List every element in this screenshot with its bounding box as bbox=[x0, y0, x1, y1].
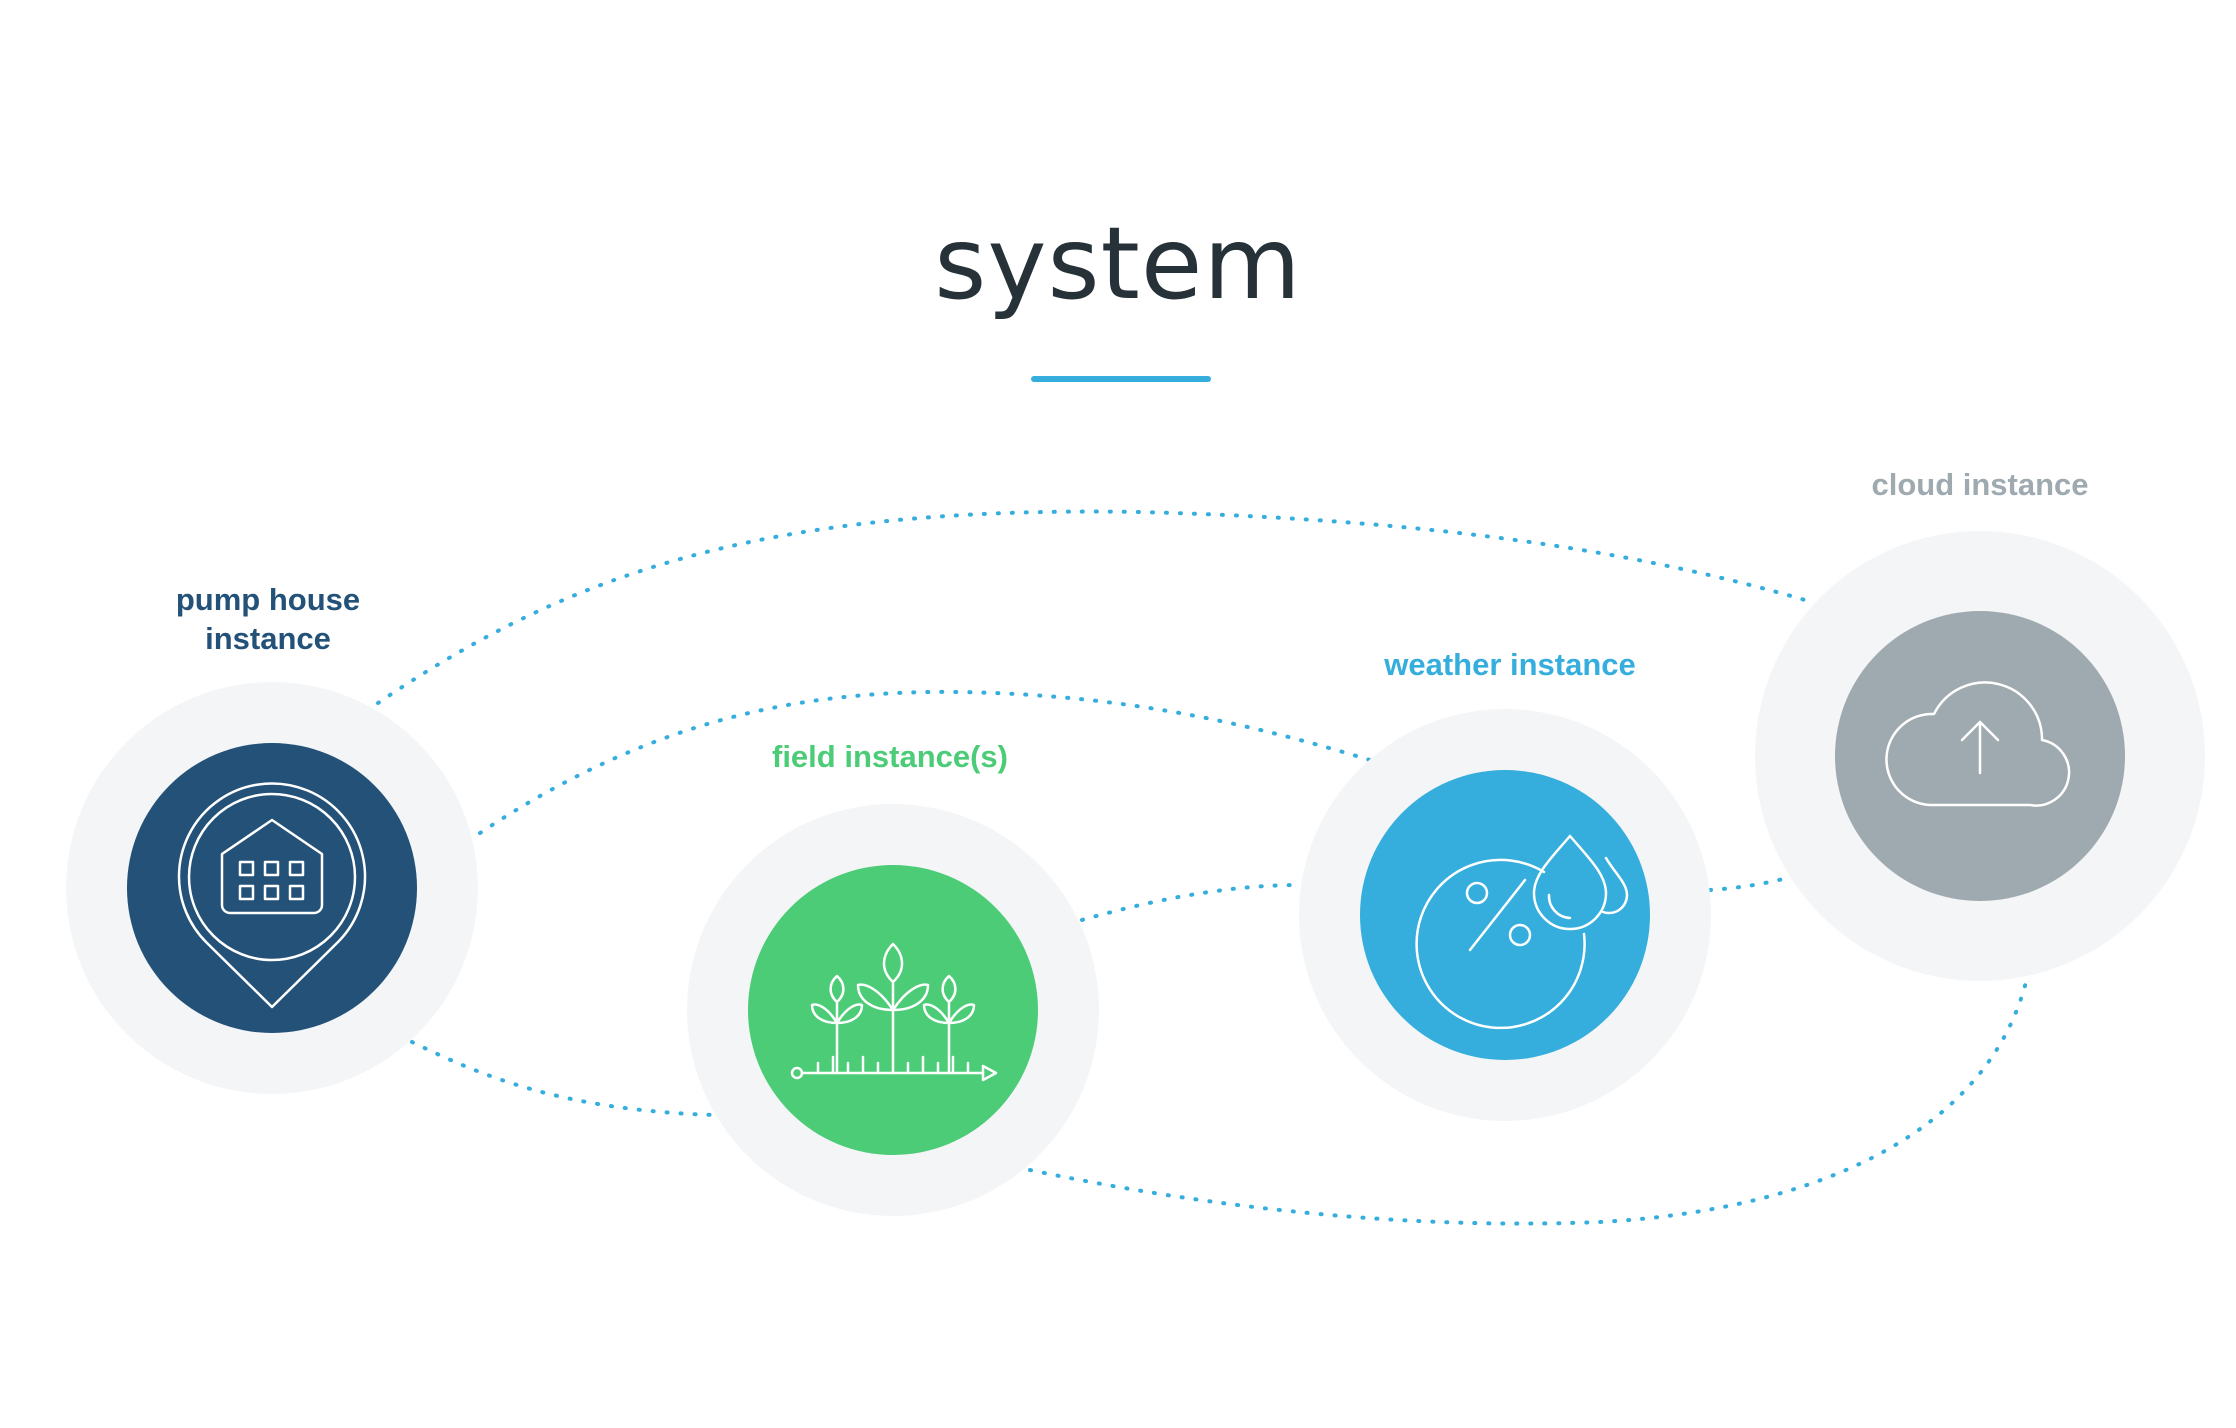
location-pin-house-icon bbox=[177, 782, 367, 1009]
connector-pump-weather bbox=[478, 689, 1372, 835]
sprouts-icon bbox=[790, 942, 998, 1082]
node-cloud bbox=[1755, 531, 2205, 981]
weather-circle bbox=[1360, 770, 1650, 1060]
node-field bbox=[687, 804, 1099, 1216]
cloud-upload-icon bbox=[1885, 681, 2071, 807]
weather-label: weather instance bbox=[1384, 647, 1636, 682]
node-pump-house bbox=[66, 682, 478, 1094]
connector-pump-field bbox=[410, 1040, 716, 1117]
humidity-percent-icon bbox=[1415, 834, 1629, 1030]
connector-weather-cloud bbox=[1708, 875, 1792, 892]
connector-field-weather bbox=[1080, 883, 1302, 922]
page-title: system bbox=[934, 205, 1302, 322]
connector-field-cloud bbox=[1028, 976, 2029, 1226]
field-label: field instance(s) bbox=[772, 739, 1008, 774]
node-weather bbox=[1299, 709, 1711, 1121]
pump-house-label: pump house instance bbox=[175, 582, 361, 656]
title-underline bbox=[1031, 376, 1211, 382]
cloud-label: cloud instance bbox=[1871, 467, 2089, 502]
pump-circle bbox=[127, 743, 417, 1033]
